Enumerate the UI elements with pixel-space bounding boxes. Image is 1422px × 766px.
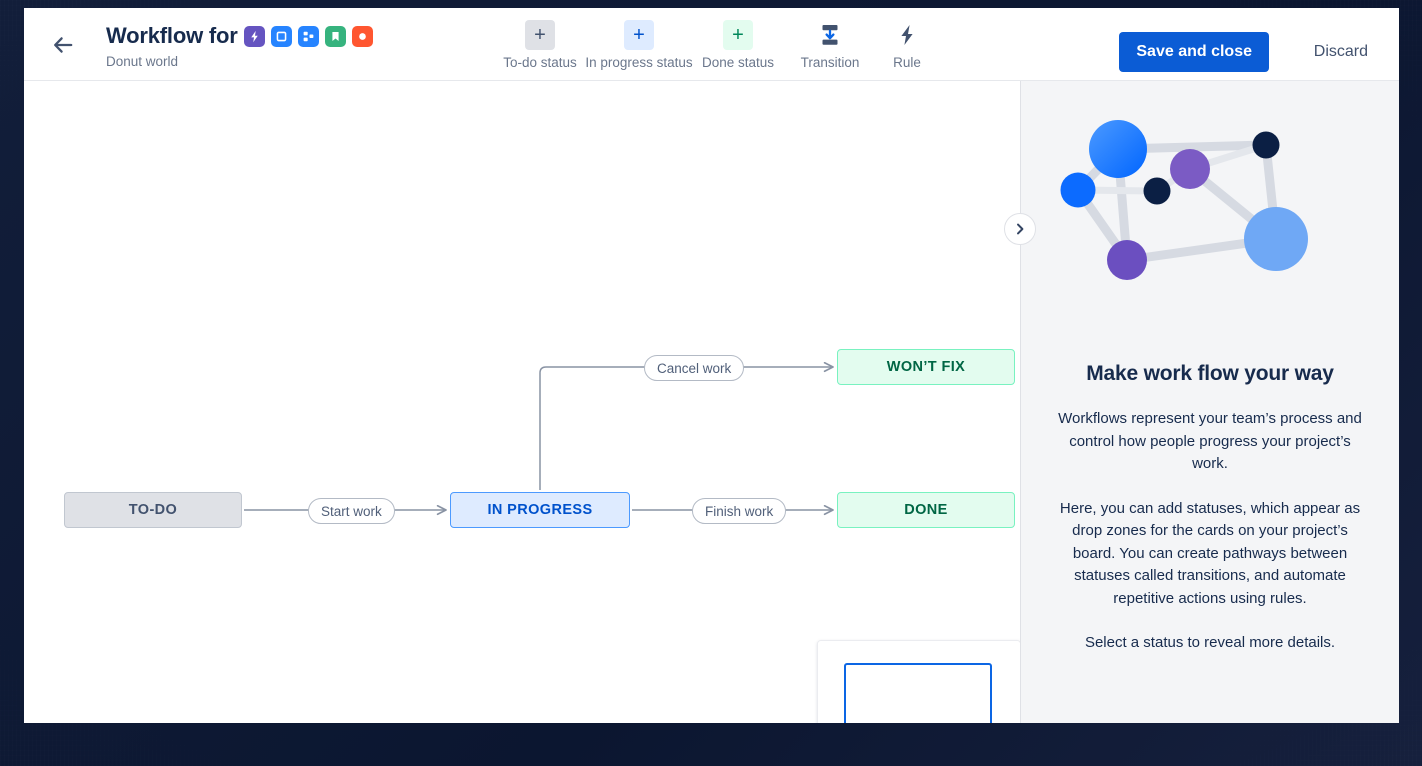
chevron-right-icon (1017, 223, 1024, 235)
minimap-panel[interactable] (817, 640, 1020, 723)
circle-icon (358, 32, 366, 40)
sitemap-icon (303, 31, 314, 41)
status-node-todo[interactable]: TO-DO (64, 492, 242, 528)
bookmark-badge (324, 25, 346, 47)
workflow-canvas[interactable]: TO-DO IN PROGRESS DONE WON’T FIX Start w… (24, 81, 1020, 723)
panel-heading: Make work flow your way (1086, 362, 1334, 385)
workflow-network-illustration (1060, 120, 1308, 280)
square-outline-icon (276, 31, 286, 41)
page-subtitle: Donut world (106, 54, 179, 69)
lightning-icon (892, 20, 922, 50)
transition-icon (815, 20, 845, 50)
save-and-close-button[interactable]: Save and close (1119, 32, 1269, 72)
plus-icon: + (624, 20, 654, 50)
page-title: Workflow for (106, 23, 238, 48)
arrow-left-icon (54, 37, 73, 53)
node-large-lblue (1244, 207, 1308, 271)
add-done-status-label: Done status (701, 55, 775, 70)
workflow-edges (244, 361, 834, 516)
status-node-done[interactable]: DONE (837, 492, 1015, 528)
sitemap-badge (297, 25, 319, 47)
transition-label-cancel-work[interactable]: Cancel work (644, 355, 745, 381)
editor-header: Workflow for (24, 8, 1399, 81)
minimap-viewport[interactable] (844, 663, 992, 723)
collapse-panel-button[interactable] (1004, 213, 1036, 245)
node-purple-mid (1170, 149, 1210, 189)
status-node-in-progress[interactable]: IN PROGRESS (450, 492, 630, 528)
node-dark-mid (1143, 177, 1171, 205)
add-transition-button[interactable]: Transition (784, 20, 876, 70)
editor-toolbar: + To-do status + In progress status + Do… (494, 20, 938, 70)
panel-paragraph-3: Select a status to reveal more details. (1084, 634, 1336, 651)
transition-glyph (822, 25, 838, 45)
editor-body: TO-DO IN PROGRESS DONE WON’T FIX Start w… (24, 81, 1399, 723)
add-todo-status-label: To-do status (503, 55, 577, 70)
node-blue-small (1060, 172, 1096, 208)
add-todo-status-button[interactable]: + To-do status (494, 20, 586, 70)
transition-label-finish-work[interactable]: Finish work (692, 498, 787, 524)
plus-icon: + (723, 20, 753, 50)
panel-paragraph-2: Here, you can add statuses, which appear… (1059, 499, 1361, 607)
title-block: Workflow for (106, 22, 373, 71)
add-rule-label: Rule (893, 55, 921, 70)
back-button[interactable] (46, 28, 80, 62)
panel-paragraph-1: Workflows represent your team’s process … (1058, 410, 1362, 472)
discard-button[interactable]: Discard (1306, 32, 1376, 72)
workflow-editor-window: Workflow for (24, 8, 1399, 723)
node-purple-small (1107, 240, 1147, 280)
status-node-wont-fix[interactable]: WON’T FIX (837, 349, 1015, 385)
node-dark-small (1252, 131, 1280, 159)
plus-icon: + (525, 20, 555, 50)
square-outline-badge (270, 25, 292, 47)
add-rule-button[interactable]: Rule (876, 20, 938, 70)
minimap-stage[interactable] (818, 641, 1020, 723)
circle-badge (351, 25, 373, 47)
add-in-progress-status-button[interactable]: + In progress status (585, 20, 693, 70)
add-done-status-button[interactable]: + Done status (692, 20, 784, 70)
add-in-progress-status-label: In progress status (585, 55, 693, 70)
add-transition-label: Transition (800, 55, 860, 70)
bookmark-icon (332, 31, 339, 41)
node-large-blue (1089, 120, 1147, 178)
panel-divider (1020, 81, 1021, 723)
lightning-badge (243, 25, 265, 47)
lightning-glyph (901, 25, 913, 45)
lightning-icon (250, 30, 258, 42)
info-panel: Make work flow your way Workflows repres… (1021, 81, 1399, 723)
transition-label-start-work[interactable]: Start work (308, 498, 395, 524)
